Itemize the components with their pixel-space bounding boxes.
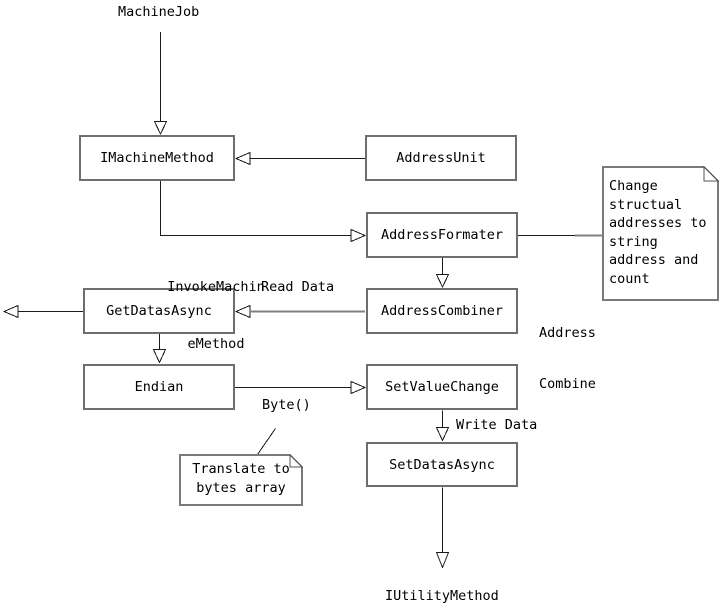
edge-label-readdata: Read Data [261, 279, 335, 295]
note-outline [179, 454, 303, 506]
note-fold-icon [703, 165, 720, 182]
node-addresscombiner: AddressCombiner [366, 288, 518, 334]
node-label: SetDatasAsync [389, 456, 495, 473]
node-endian: Endian [83, 364, 235, 410]
note-change-structural-text: Change structual addresses to string add… [609, 177, 717, 289]
label-iutilitymethod: IUtilityMethod [385, 588, 499, 604]
arrowhead-left-icon [234, 151, 251, 166]
arrowhead-down-icon [152, 349, 167, 364]
node-addressformater: AddressFormater [366, 212, 518, 258]
node-label: AddressFormater [381, 227, 503, 243]
arrowhead-down-icon [153, 121, 168, 136]
edge-machinejob-to-imachinemethod [153, 32, 168, 136]
edge-endian-to-setvaluechange [235, 380, 367, 395]
node-setdatasasync: SetDatasAsync [366, 442, 518, 487]
node-imachinemethod: IMachineMethod [79, 135, 235, 181]
note-line: string [609, 233, 658, 250]
note-translate-bytes-text: Translate to bytes array [180, 460, 302, 498]
note-link-line [257, 428, 276, 455]
edge-label-addresscombine: Address Combine [539, 291, 596, 427]
arrowhead-down-icon [435, 274, 450, 289]
node-label: SetValueChange [385, 379, 499, 395]
node-addressunit: AddressUnit [365, 135, 517, 181]
arrowhead-left-icon [234, 304, 251, 319]
edge-line [160, 181, 351, 236]
note-line: count [609, 270, 650, 287]
note-shape-translate-bytes [179, 453, 304, 506]
note-line: addresses to [609, 215, 707, 232]
edge-getdatasasync-to-endian [152, 334, 167, 364]
node-label: AddressCombiner [381, 303, 503, 319]
arrowhead-down-icon [435, 552, 450, 569]
arrowhead-right-icon [350, 380, 367, 395]
node-getdatasasync: GetDatasAsync [83, 288, 235, 334]
note-line: Translate to [192, 461, 290, 477]
edge-imachinemethod-to-addressformater [160, 181, 367, 243]
edge-label-line: Address [539, 325, 596, 341]
edge-label-invokemachinemethod: InvokeMachin eMethod [163, 240, 269, 392]
node-label: IMachineMethod [100, 150, 214, 166]
edge-addressformater-to-addresscombiner [435, 258, 450, 289]
edge-setdatasasync-to-iutilitymethod [435, 487, 450, 569]
note-line: Change [609, 178, 658, 194]
edge-label-line: eMethod [187, 336, 245, 352]
edge-setvaluechange-to-setdatasasync [435, 410, 450, 442]
edge-addressunit-to-imachinemethod [234, 151, 365, 166]
note-line: address and [609, 252, 699, 269]
note-line: bytes array [196, 480, 286, 496]
note-shape-change-structural [602, 165, 720, 301]
arrowhead-down-icon [435, 427, 450, 442]
edge-addresscombiner-to-getdatasasync [234, 304, 365, 319]
note-line: structual [609, 196, 683, 213]
edge-label-writedata: Write Data [456, 417, 538, 433]
note-outline [602, 166, 719, 301]
label-machinejob: MachineJob [118, 4, 200, 20]
node-setvaluechange: SetValueChange [366, 364, 518, 410]
node-label: AddressUnit [396, 150, 486, 166]
edge-label-line: InvokeMachin [167, 279, 265, 295]
arrowhead-right-icon [350, 228, 367, 243]
node-label: GetDatasAsync [106, 303, 212, 319]
note-fold-icon [289, 453, 304, 468]
edge-label-line: Combine [539, 376, 596, 392]
node-label: Endian [134, 379, 184, 395]
arrowhead-left-icon [2, 304, 19, 319]
edge-getdatasasync-to-left [2, 304, 83, 319]
edge-label-byte: Byte() [262, 397, 311, 413]
